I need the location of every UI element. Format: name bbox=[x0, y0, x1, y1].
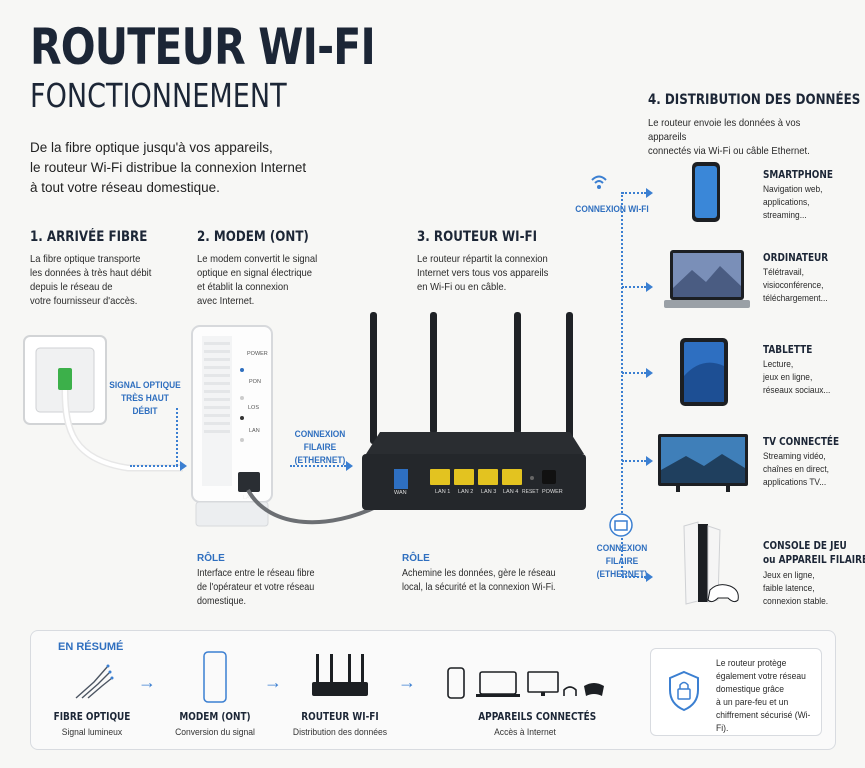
shield-lock-icon bbox=[669, 670, 699, 712]
summary-item-devices-label: APPAREILS CONNECTÉS bbox=[478, 711, 597, 723]
intro-text: De la fibre optique jusqu'à vos appareil… bbox=[30, 140, 307, 195]
modem-role-desc: Interface entre le réseau fibre de l'opé… bbox=[197, 568, 315, 607]
step-4-desc: Le routeur envoie les données à vos appa… bbox=[648, 117, 810, 157]
step-3-title: 3. ROUTEUR WI-FI bbox=[417, 229, 538, 245]
summary-item-modem-sub: Conversion du signal bbox=[175, 727, 255, 738]
dist-line-laptop bbox=[622, 286, 646, 288]
wired-arrowhead bbox=[346, 461, 353, 471]
device-desc-smartphone: Navigation web, applications, streaming.… bbox=[763, 184, 823, 221]
router-port-lan4: LAN 4 bbox=[503, 489, 519, 495]
step-4-title: 4. DISTRIBUTION DES DONNÉES bbox=[648, 92, 861, 108]
fiber-connector bbox=[58, 368, 72, 390]
device-title-laptop: ORDINATEUR bbox=[763, 252, 829, 264]
page-subtitle: FONCTIONNEMENT bbox=[30, 76, 287, 115]
router-port-lan2: LAN 2 bbox=[458, 489, 474, 495]
device-desc-tablet: Lecture, jeux en ligne, réseaux sociaux.… bbox=[763, 359, 831, 396]
summary-item-router-label: ROUTEUR WI-FI bbox=[301, 711, 379, 723]
fiber-optic-icon bbox=[75, 664, 114, 699]
security-text: Le routeur protège également votre résea… bbox=[716, 658, 811, 734]
router-power-label: POWER bbox=[542, 489, 563, 495]
modem-role-title: RÔLE bbox=[197, 553, 225, 564]
signal-arrowhead bbox=[180, 461, 187, 471]
router-port-lan3: LAN 3 bbox=[481, 489, 497, 495]
modem-summary-icon bbox=[203, 651, 227, 703]
dist-line-tablet bbox=[622, 372, 646, 374]
modem-lan-port-label: LAN bbox=[243, 495, 254, 501]
device-title-tablet: TABLETTE bbox=[763, 344, 813, 356]
signal-optique-label: SIGNAL OPTIQUE TRÈS HAUT DÉBIT bbox=[109, 380, 181, 417]
wifi-router-device bbox=[362, 312, 586, 510]
step-3-desc: Le routeur répartit la connexion Interne… bbox=[417, 253, 549, 293]
router-role-title: RÔLE bbox=[402, 553, 430, 564]
modem-lan-label: LAN bbox=[249, 428, 260, 434]
summary-item-fibre-label: FIBRE OPTIQUE bbox=[53, 711, 131, 723]
modem-pon-label: PON bbox=[249, 379, 261, 385]
summary-item-devices-sub: Accès à Internet bbox=[494, 727, 556, 738]
dist-arrow-console bbox=[646, 572, 653, 582]
dist-line-console bbox=[622, 576, 646, 578]
device-title-console-2: ou APPAREIL FILAIRE bbox=[763, 554, 865, 566]
router-wan-label: WAN bbox=[394, 490, 407, 496]
device-title-console: CONSOLE DE JEU bbox=[763, 540, 847, 552]
summary-heading: EN RÉSUMÉ bbox=[58, 641, 124, 653]
summary-arrow-1: → bbox=[138, 672, 156, 692]
modem-ont-device bbox=[191, 325, 273, 527]
device-title-smartphone: SMARTPHONE bbox=[763, 169, 833, 181]
device-desc-laptop: Télétravail, visioconférence, télécharge… bbox=[763, 267, 828, 304]
page-title: ROUTEUR WI-FI bbox=[30, 18, 376, 76]
tablet-icon bbox=[680, 338, 728, 406]
step-2-desc: Le modem convertit le signal optique en … bbox=[197, 253, 318, 307]
router-reset-label: RESET bbox=[522, 489, 539, 495]
step-1-title: 1. ARRIVÉE FIBRE bbox=[30, 229, 148, 245]
device-desc-tv: Streaming vidéo, chaînes en direct, appl… bbox=[763, 451, 829, 488]
dist-line-smartphone bbox=[622, 192, 646, 194]
fiber-wall-outlet bbox=[23, 335, 183, 472]
tv-icon bbox=[658, 434, 748, 492]
smartphone-icon bbox=[692, 162, 720, 222]
summary-item-router-sub: Distribution des données bbox=[292, 727, 388, 738]
wifi-icon bbox=[591, 175, 607, 189]
wired-connector bbox=[290, 465, 346, 467]
signal-connector-v bbox=[176, 408, 178, 466]
router-role-desc: Achemine les données, gère le réseau loc… bbox=[402, 568, 556, 593]
dist-arrow-tv bbox=[646, 456, 653, 466]
step-2-title: 2. MODEM (ONT) bbox=[197, 229, 309, 245]
summary-item-modem-label: MODEM (ONT) bbox=[179, 711, 251, 723]
dist-arrow-laptop bbox=[646, 282, 653, 292]
connexion-wifi-label: CONNEXION WI-FI bbox=[575, 204, 649, 215]
router-summary-icon bbox=[312, 654, 368, 696]
summary-item-fibre-sub: Signal lumineux bbox=[61, 727, 123, 738]
wired-trunk-lower bbox=[621, 538, 623, 576]
signal-connector-h bbox=[130, 465, 178, 467]
dist-arrow-tablet bbox=[646, 368, 653, 378]
modem-los-label: LOS bbox=[248, 405, 260, 411]
devices-summary-icon bbox=[447, 667, 604, 699]
distribution-trunk bbox=[621, 192, 623, 517]
step-1-desc: La fibre optique transporte les données … bbox=[30, 253, 152, 307]
router-port-lan1: LAN 1 bbox=[435, 489, 451, 495]
dist-line-tv bbox=[622, 460, 646, 462]
console-icon bbox=[683, 521, 739, 605]
modem-power-label: POWER bbox=[247, 351, 268, 357]
ethernet-port-icon bbox=[609, 513, 633, 537]
dist-arrow-smartphone bbox=[646, 188, 653, 198]
device-desc-console: Jeux en ligne, faible latence, connexion… bbox=[763, 570, 829, 607]
summary-arrow-2: → bbox=[264, 672, 282, 692]
laptop-icon bbox=[664, 250, 750, 308]
connexion-filaire-label: CONNEXION FILAIRE (ETHERNET) bbox=[294, 429, 346, 466]
summary-arrow-3: → bbox=[398, 672, 416, 692]
device-title-tv: TV CONNECTÉE bbox=[763, 436, 840, 448]
